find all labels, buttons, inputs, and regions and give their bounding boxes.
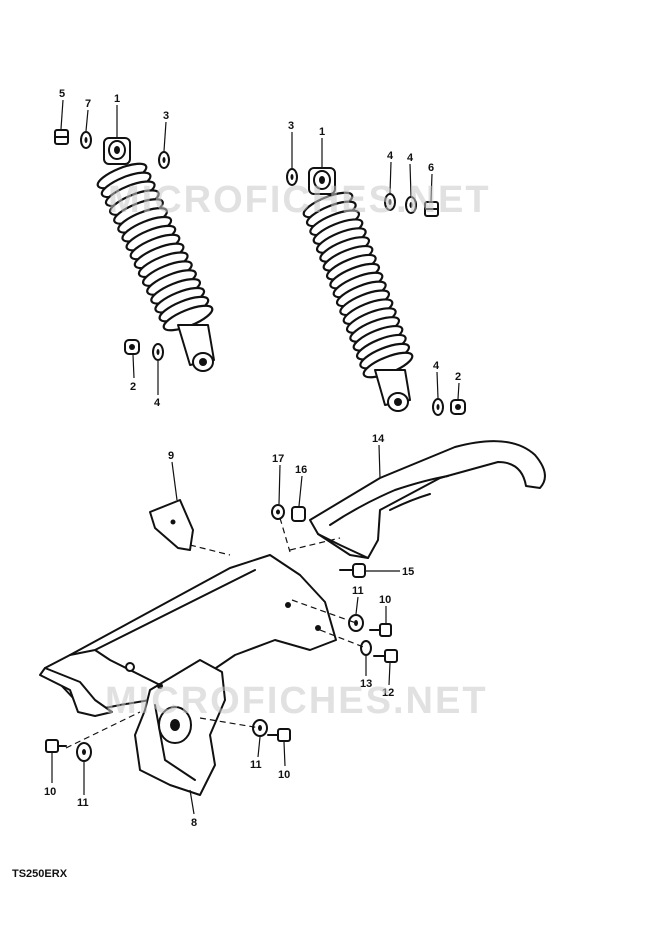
washer-3-right[interactable] <box>286 168 298 186</box>
bolt-15[interactable] <box>339 563 366 578</box>
washer-4-left[interactable] <box>152 343 164 361</box>
callout-16: 16 <box>295 464 307 476</box>
chain-case-14[interactable] <box>309 440 546 559</box>
callout-2-right: 2 <box>455 371 461 383</box>
washer-3-left[interactable] <box>158 151 170 169</box>
callout-15: 15 <box>402 566 414 578</box>
callout-13: 13 <box>360 678 372 690</box>
washer-16[interactable] <box>291 506 306 522</box>
callout-11-left: 11 <box>77 797 89 809</box>
rear-shock-absorber-right[interactable] <box>301 167 415 412</box>
callout-10-right: 10 <box>379 594 391 606</box>
callout-7: 7 <box>85 98 91 110</box>
callout-4-left: 4 <box>154 397 161 409</box>
callout-10-left: 10 <box>44 786 56 798</box>
callout-12: 12 <box>382 687 394 699</box>
bracket-9[interactable] <box>149 499 194 551</box>
bolt-10-right[interactable] <box>369 623 392 637</box>
nut-2-left[interactable] <box>124 339 140 355</box>
callout-8: 8 <box>191 817 197 829</box>
washer-4-right-b[interactable] <box>405 196 417 214</box>
callout-1-right: 1 <box>319 126 325 138</box>
nut-6[interactable] <box>424 201 439 217</box>
callout-1-left: 1 <box>114 93 120 105</box>
spring-coils-right <box>302 191 414 379</box>
callout-4-right-a: 4 <box>387 150 394 162</box>
callout-17: 17 <box>272 453 284 465</box>
chain-guard-8[interactable] <box>39 554 337 796</box>
washer-4-right-c[interactable] <box>432 398 444 416</box>
callout-3-right: 3 <box>288 120 294 132</box>
leader-lines <box>51 99 460 815</box>
callout-5: 5 <box>59 88 65 100</box>
callout-9: 9 <box>168 450 174 462</box>
callout-10-center: 10 <box>278 769 290 781</box>
washer-4-right-a[interactable] <box>384 193 396 211</box>
watermark-bottom: MICROFICHES.NET <box>105 680 488 722</box>
bolt-10-center[interactable] <box>267 728 291 742</box>
assembly-lines <box>65 517 367 749</box>
callout-6: 6 <box>428 162 434 174</box>
model-code: TS250ERX <box>12 868 68 880</box>
callout-4-right-c: 4 <box>433 360 440 372</box>
bolt-10-left[interactable] <box>45 739 67 753</box>
nut-17[interactable] <box>271 504 285 520</box>
washer-7[interactable] <box>80 131 92 149</box>
watermark-top: MICROFICHES.NET <box>108 179 491 221</box>
washer-11-left[interactable] <box>76 742 92 762</box>
callout-14: 14 <box>372 433 385 445</box>
callout-labels: 5 7 1 3 2 4 3 1 4 4 6 4 2 9 17 16 14 15 … <box>44 88 461 829</box>
callout-4-right-b: 4 <box>407 152 414 164</box>
nut-2-right[interactable] <box>450 399 466 415</box>
nut-5-left[interactable] <box>54 129 69 145</box>
callout-2-left: 2 <box>130 381 136 393</box>
callout-11-center: 11 <box>250 759 262 771</box>
rear-shock-absorber-left[interactable] <box>95 137 215 372</box>
bolt-12[interactable] <box>373 649 398 663</box>
spring-coils-left <box>96 162 214 332</box>
washer-13[interactable] <box>360 640 372 656</box>
callout-3-left: 3 <box>163 110 169 122</box>
callout-11-right: 11 <box>352 585 364 597</box>
washer-11-right[interactable] <box>348 614 364 632</box>
